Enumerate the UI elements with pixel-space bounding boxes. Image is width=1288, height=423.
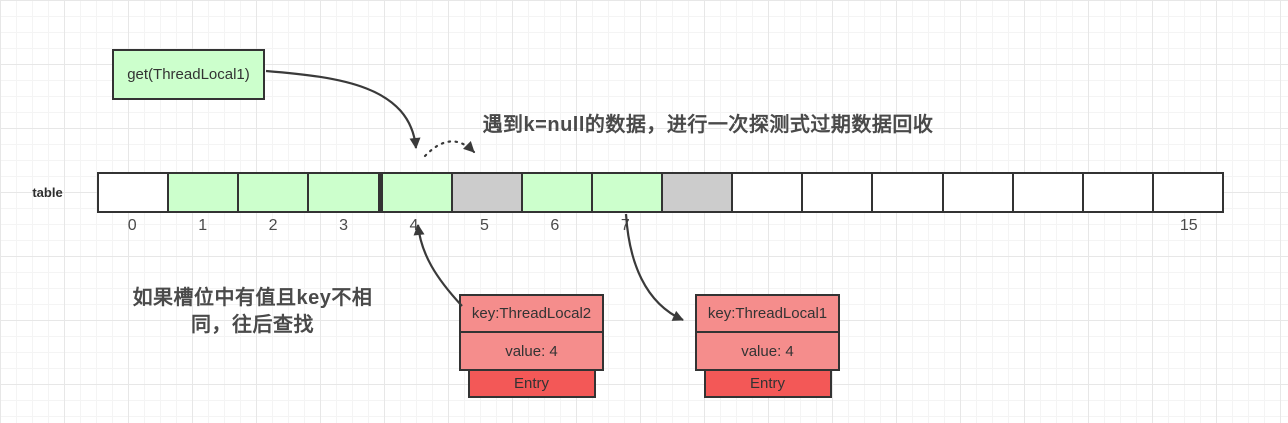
table-cell-4	[377, 174, 451, 211]
index-label-10	[801, 217, 871, 239]
hash-table-row	[97, 172, 1224, 213]
annotation-linear-probe-line1: 如果槽位中有值且key不相	[132, 287, 373, 309]
entry1-key-cell: key:ThreadLocal2	[459, 294, 604, 333]
index-label-15: 15	[1179, 217, 1198, 234]
index-label-14	[1083, 217, 1153, 239]
arrow-probe-dotted-arc	[423, 140, 476, 158]
annotation-linear-probe: 如果槽位中有值且key不相 同，往后查找	[100, 285, 405, 339]
index-label-9	[731, 217, 801, 239]
table-cell-12	[941, 174, 1012, 211]
table-cell-8	[661, 174, 732, 211]
table-label: table	[32, 185, 63, 200]
index-label-11	[872, 217, 942, 239]
table-cell-15	[1151, 174, 1222, 211]
index-label-5: 5	[479, 217, 489, 234]
table-cell-9	[731, 174, 802, 211]
index-label-row: 0 1 2 3 4 5 6 7 15	[97, 217, 1224, 239]
table-cell-10	[801, 174, 872, 211]
table-cell-5	[450, 174, 521, 211]
table-cell-14	[1081, 174, 1152, 211]
entry-stack-threadlocal1: key:ThreadLocal1 value: 4 Entry	[695, 294, 840, 398]
index-label-2: 2	[268, 217, 278, 234]
index-label-4: 4	[409, 217, 419, 234]
table-cell-13	[1011, 174, 1082, 211]
get-threadlocal1-label: get(ThreadLocal1)	[127, 66, 250, 83]
table-cell-6	[520, 174, 591, 211]
table-cell-11	[871, 174, 942, 211]
index-label-13	[1013, 217, 1083, 239]
arrow-get-to-slot4	[265, 69, 421, 149]
annotation-linear-probe-line2: 同，往后查找	[191, 314, 314, 336]
entry1-value-cell: value: 4	[459, 331, 604, 371]
entry2-tag-cell: Entry	[703, 369, 832, 398]
entry-stack-threadlocal2: key:ThreadLocal2 value: 4 Entry	[459, 294, 604, 398]
get-threadlocal1-box: get(ThreadLocal1)	[112, 49, 265, 100]
table-cell-2	[237, 174, 308, 211]
index-label-8	[661, 217, 731, 239]
table-cell-7	[590, 174, 661, 211]
index-label-1: 1	[198, 217, 208, 234]
table-cell-3	[307, 174, 378, 211]
entry2-key-cell: key:ThreadLocal1	[695, 294, 840, 333]
index-label-0: 0	[127, 217, 137, 234]
index-label-6: 6	[550, 217, 560, 234]
annotation-stale-cleanup: 遇到k=null的数据，进行一次探测式过期数据回收	[482, 114, 934, 136]
index-label-3: 3	[339, 217, 348, 234]
index-label-12	[942, 217, 1012, 239]
index-label-7: 7	[620, 217, 630, 234]
table-cell-1	[167, 174, 238, 211]
entry2-value-cell: value: 4	[695, 331, 840, 371]
table-cell-0	[99, 174, 168, 211]
entry1-tag-cell: Entry	[467, 369, 596, 398]
